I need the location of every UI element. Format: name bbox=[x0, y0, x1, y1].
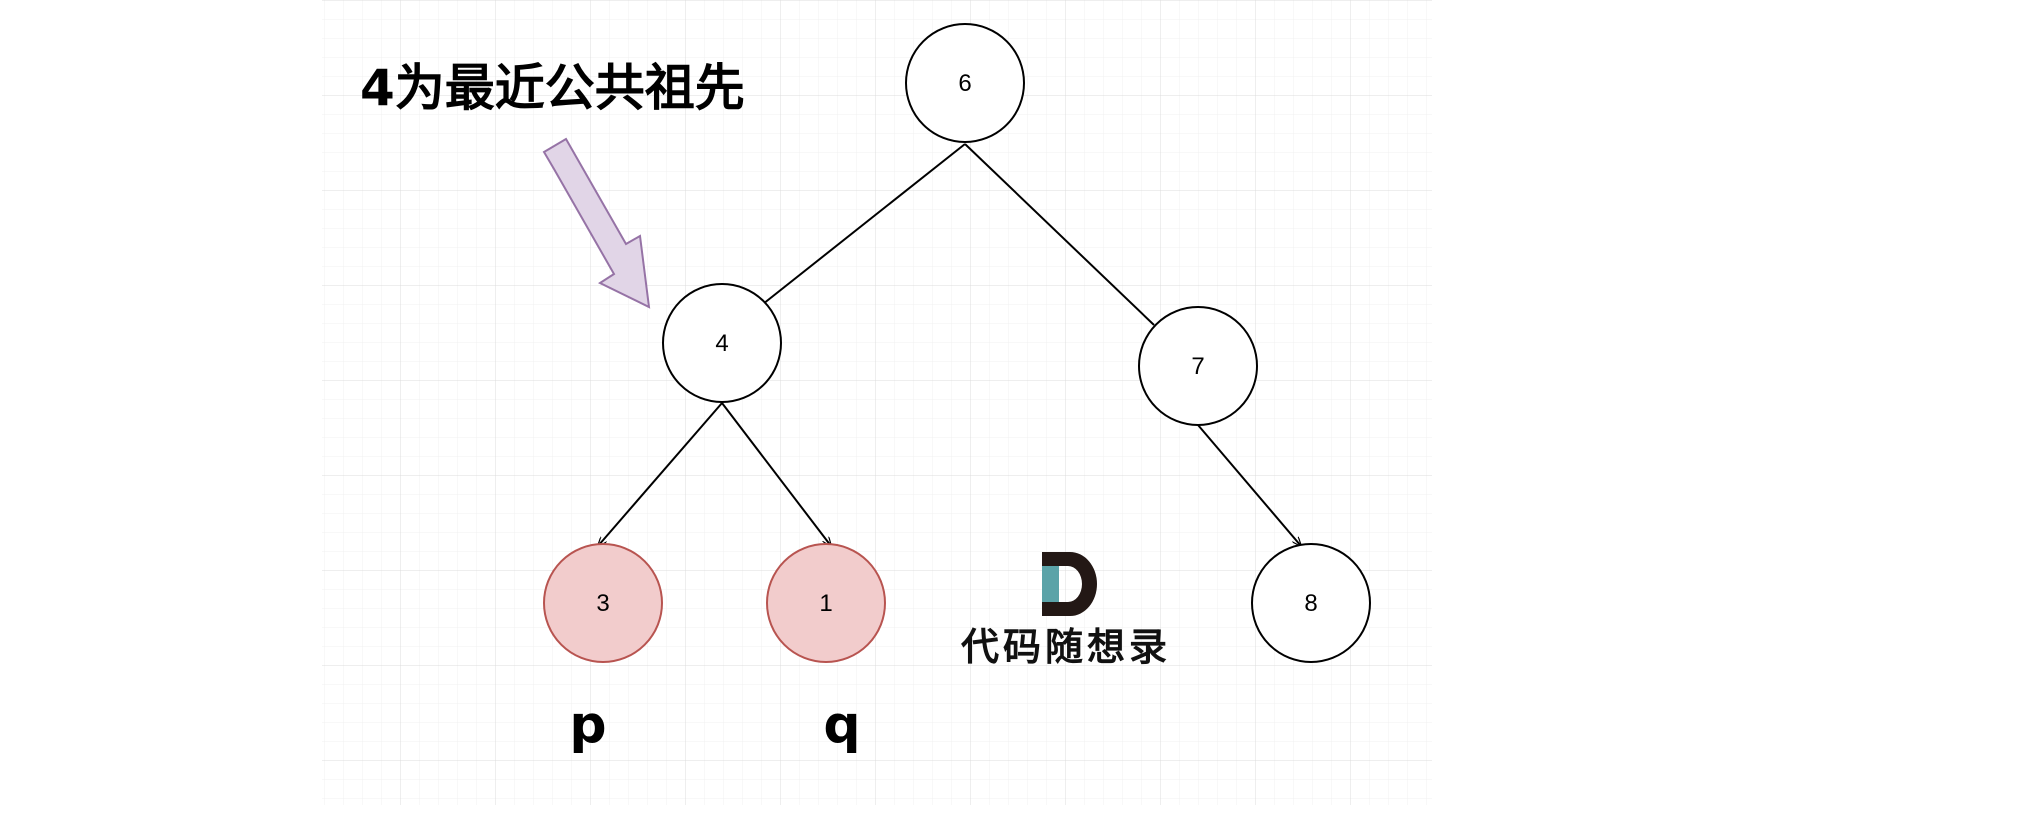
tree-node-7: 7 bbox=[1138, 306, 1258, 426]
node-circle-highlighted bbox=[543, 543, 663, 663]
tree-node-3: 3 bbox=[543, 543, 663, 663]
edge-4-3 bbox=[598, 402, 723, 546]
edge-6-7 bbox=[964, 143, 1155, 326]
brand-logo: 代码随想录 bbox=[961, 552, 1171, 669]
node-circle bbox=[662, 283, 782, 403]
tree-node-4: 4 bbox=[662, 283, 782, 403]
tree-node-1: 1 bbox=[766, 543, 886, 663]
node-label: 3 bbox=[596, 590, 609, 617]
node-circle-highlighted bbox=[766, 543, 886, 663]
node-circle bbox=[1138, 306, 1258, 426]
diagram-title: 4为最近公共祖先 bbox=[360, 59, 745, 117]
node-circle bbox=[1251, 543, 1371, 663]
node-label: 7 bbox=[1191, 353, 1204, 380]
node-label: 1 bbox=[819, 590, 832, 617]
edge-6-4 bbox=[762, 143, 966, 305]
grid-background bbox=[322, 0, 1432, 805]
node-circle bbox=[905, 23, 1025, 143]
marker-p: p bbox=[569, 695, 606, 755]
edge-7-8 bbox=[1197, 424, 1301, 546]
logo-teal-bar bbox=[1042, 566, 1059, 602]
marker-q: q bbox=[823, 695, 860, 755]
node-label: 8 bbox=[1304, 590, 1317, 617]
brand-name: 代码随想录 bbox=[961, 624, 1171, 669]
tree-node-6: 6 bbox=[905, 23, 1025, 143]
tree-edges bbox=[598, 143, 1301, 546]
pointer-arrow bbox=[542, 137, 651, 309]
edge-4-1 bbox=[721, 402, 831, 546]
tree-node-8: 8 bbox=[1251, 543, 1371, 663]
node-label: 4 bbox=[715, 330, 728, 357]
node-label: 6 bbox=[958, 70, 971, 97]
